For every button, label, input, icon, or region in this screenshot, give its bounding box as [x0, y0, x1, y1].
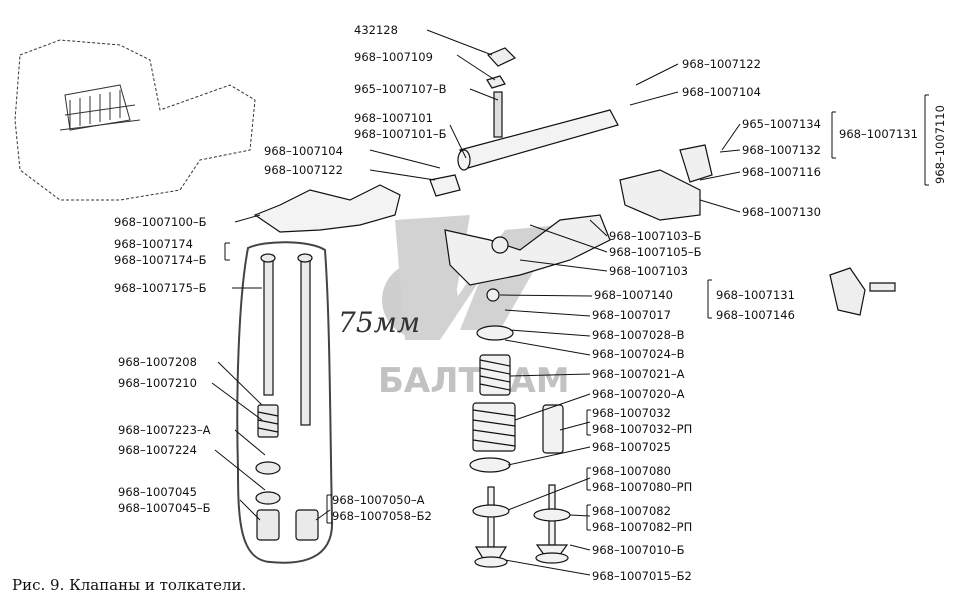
part-label: 968–1007103–Б	[609, 229, 702, 243]
part-label: 968–1007017	[592, 308, 671, 322]
part-label: 968–1007104	[682, 85, 761, 99]
part-label: 968–1007032	[592, 406, 671, 420]
part-label: 968–1007080–РП	[592, 480, 692, 494]
part-label: 968–1007082	[592, 504, 671, 518]
part-label: 968–1007010–Б	[592, 543, 685, 557]
part-label: 968–1007100–Б	[114, 215, 207, 229]
part-label: 968–1007140	[594, 288, 673, 302]
right-rocker-assembly	[444, 144, 713, 302]
part-label: 968–1007109	[354, 50, 433, 64]
part-label: 968–1007032–РП	[592, 422, 692, 436]
part-label: 968–1007122	[682, 57, 761, 71]
part-label: 968–1007045–Б	[118, 501, 211, 515]
part-label: 968–1007058–Б2	[332, 509, 432, 523]
part-label: 968–1007175–Б	[114, 281, 207, 295]
pushrods	[255, 253, 319, 541]
part-label: 968–1007050–А	[332, 493, 425, 507]
valve-parts-column	[469, 325, 564, 473]
part-label: 968–1007020–А	[592, 387, 685, 401]
part-label: 968–1007146	[716, 308, 795, 322]
part-label: 968–1007223–А	[118, 423, 211, 437]
part-label: 968–1007122	[264, 163, 343, 177]
part-label: 968–1007082–РП	[592, 520, 692, 534]
part-label: 965–1007134	[742, 117, 821, 131]
part-label: 968–1007208	[118, 355, 197, 369]
engine-thumbnail	[14, 39, 256, 201]
part-label: 968–1007021–А	[592, 367, 685, 381]
handdrawn-outline	[236, 241, 334, 564]
part-label: 432128	[354, 23, 398, 37]
part-label: 968–1007131	[716, 288, 795, 302]
part-label: 968–1007101	[354, 111, 433, 125]
part-label: 968–1007130	[742, 205, 821, 219]
part-label: 968–1007174–Б	[114, 253, 207, 267]
leader-lines	[211, 29, 929, 576]
rocker-shaft-assembly	[253, 109, 619, 233]
part-label: 968–1007131	[839, 127, 918, 141]
part-label: 968–1007025	[592, 440, 671, 454]
part-label: 968–1007045	[118, 485, 197, 499]
valves	[472, 484, 571, 568]
part-label: 968–1007110	[933, 105, 947, 184]
part-label: 968–1007132	[742, 143, 821, 157]
adjusting-screw	[486, 47, 517, 138]
part-label: 968–1007015–Б2	[592, 569, 692, 583]
part-label: 968–1007028–В	[592, 328, 685, 342]
figure-caption: Рис. 9. Клапаны и толкатели.	[12, 576, 247, 594]
part-label: 968–1007174	[114, 237, 193, 251]
part-label: 968–1007224	[118, 443, 197, 457]
adjuster-detail	[829, 267, 896, 316]
part-label: 965–1007107–В	[354, 82, 447, 96]
handwritten-note: 75мм	[338, 306, 420, 339]
part-labels: 432128 968–1007109 965–1007107–В 968–100…	[114, 23, 947, 583]
part-label: 968–1007080	[592, 464, 671, 478]
part-label: 968–1007024–В	[592, 347, 685, 361]
part-label: 968–1007104	[264, 144, 343, 158]
part-label: 968–1007103	[609, 264, 688, 278]
part-label: 968–1007210	[118, 376, 197, 390]
watermark-text: БАЛТКАМ	[378, 361, 570, 401]
part-label: 968–1007101–Б	[354, 127, 447, 141]
part-label: 968–1007105–Б	[609, 245, 702, 259]
part-label: 968–1007116	[742, 165, 821, 179]
